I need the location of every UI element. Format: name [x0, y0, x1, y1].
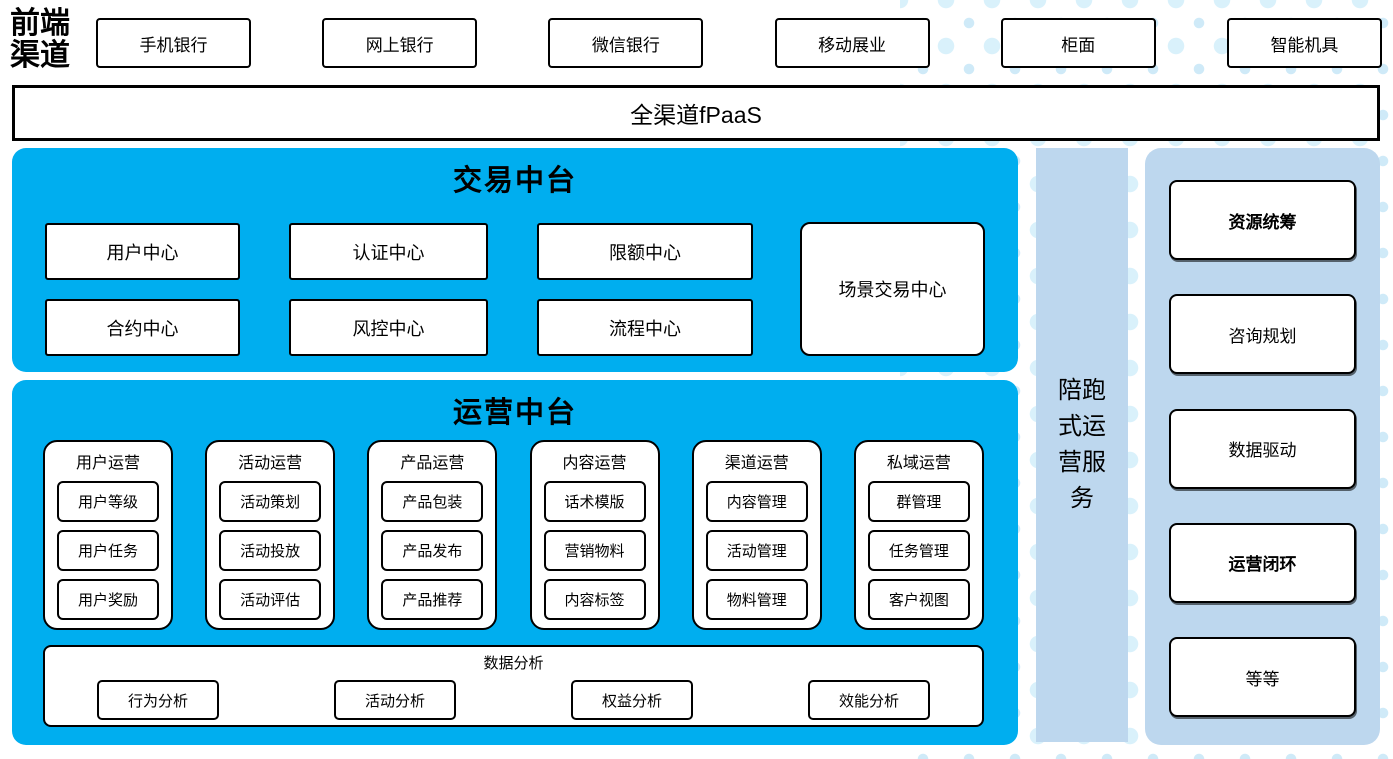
group-title: 活动运营	[238, 455, 303, 472]
fpaas-bar: 全渠道fPaaS	[12, 85, 1380, 141]
channel-box-mobile-marketing: 移动展业	[774, 18, 930, 68]
center-box-contract: 合约中心	[45, 299, 240, 356]
operation-platform-title: 运营中台	[452, 397, 577, 429]
group-title: 内容运营	[562, 455, 627, 472]
channel-box-counter: 柜面	[1000, 18, 1156, 68]
group-item: 用户奖励	[57, 579, 159, 620]
group-product-operation: 产品运营 产品包装 产品发布 产品推荐	[367, 440, 498, 630]
group-title: 私域运营	[886, 455, 951, 472]
group-item: 产品推荐	[381, 579, 484, 620]
service-box-closed-loop: 运营闭环	[1169, 522, 1356, 603]
group-item: 活动管理	[705, 530, 808, 571]
accompanying-service-bar: 陪跑式运营服务	[1036, 148, 1128, 742]
group-item: 营销物料	[543, 530, 646, 571]
service-box-consulting: 咨询规划	[1169, 294, 1356, 375]
center-box-limit: 限额中心	[537, 223, 753, 280]
group-content-operation: 内容运营 话术模版 营销物料 内容标签	[529, 440, 660, 630]
group-item: 话术模版	[543, 481, 646, 522]
channel-box-online-banking: 网上银行	[322, 18, 478, 68]
channel-box-wechat-banking: 微信银行	[548, 18, 704, 68]
service-panel: 资源统筹 咨询规划 数据驱动 运营闭环 等等	[1145, 148, 1380, 745]
group-item: 内容管理	[705, 481, 808, 522]
center-box-user: 用户中心	[45, 223, 240, 280]
channel-box-smart-machines: 智能机具	[1226, 18, 1382, 68]
operation-groups-row: 用户运营 用户等级 用户任务 用户奖励 活动运营 活动策划 活动投放 活动评估 …	[43, 440, 984, 630]
data-analysis-box: 数据分析 行为分析 活动分析 权益分析 效能分析	[43, 645, 984, 727]
center-box-auth: 认证中心	[289, 223, 488, 280]
group-item: 内容标签	[543, 579, 646, 620]
group-item: 产品包装	[381, 481, 484, 522]
service-box-resource-planning: 资源统筹	[1169, 180, 1356, 260]
center-box-process: 流程中心	[537, 299, 753, 356]
analysis-item-activity: 活动分析	[334, 680, 456, 720]
service-box-data-driven: 数据驱动	[1169, 408, 1356, 489]
group-item: 物料管理	[705, 579, 808, 620]
transaction-platform-title: 交易中台	[452, 165, 577, 197]
group-item: 任务管理	[867, 530, 970, 571]
channel-box-mobile-banking: 手机银行	[96, 18, 251, 68]
operation-platform-panel: 运营中台 用户运营 用户等级 用户任务 用户奖励 活动运营 活动策划 活动投放 …	[12, 380, 1018, 745]
group-item: 客户视图	[867, 579, 970, 620]
group-item: 活动策划	[219, 481, 322, 522]
transaction-centers-grid: 用户中心 认证中心 限额中心 合约中心 风控中心 流程中心	[45, 223, 753, 356]
group-item: 用户任务	[57, 530, 159, 571]
scene-transaction-center-box: 场景交易中心	[800, 222, 985, 356]
accompanying-service-label: 陪跑式运营服务	[1058, 377, 1106, 512]
data-analysis-title: 数据分析	[483, 655, 544, 672]
group-item: 活动评估	[219, 579, 322, 620]
analysis-item-behavior: 行为分析	[97, 680, 219, 720]
group-user-operation: 用户运营 用户等级 用户任务 用户奖励	[43, 440, 173, 630]
group-private-domain-operation: 私域运营 群管理 任务管理 客户视图	[853, 440, 984, 630]
group-title: 渠道运营	[724, 455, 789, 472]
group-item: 群管理	[867, 481, 970, 522]
analysis-item-efficiency: 效能分析	[808, 680, 930, 720]
front-channels-row: 手机银行 网上银行 微信银行 移动展业 柜面 智能机具	[96, 18, 1382, 68]
group-item: 产品发布	[381, 530, 484, 571]
group-item: 用户等级	[57, 481, 159, 522]
group-activity-operation: 活动运营 活动策划 活动投放 活动评估	[205, 440, 336, 630]
group-title: 产品运营	[400, 455, 465, 472]
center-box-risk: 风控中心	[289, 299, 488, 356]
group-channel-operation: 渠道运营 内容管理 活动管理 物料管理	[691, 440, 822, 630]
service-box-etc: 等等	[1169, 637, 1356, 717]
front-channels-label: 前端渠道	[10, 7, 70, 73]
data-analysis-row: 行为分析 活动分析 权益分析 效能分析	[45, 673, 982, 720]
transaction-platform-panel: 交易中台 用户中心 认证中心 限额中心 合约中心 风控中心 流程中心 场景交易中…	[12, 148, 1018, 372]
group-title: 用户运营	[75, 455, 140, 472]
analysis-item-rights: 权益分析	[571, 680, 693, 720]
group-item: 活动投放	[219, 530, 322, 571]
